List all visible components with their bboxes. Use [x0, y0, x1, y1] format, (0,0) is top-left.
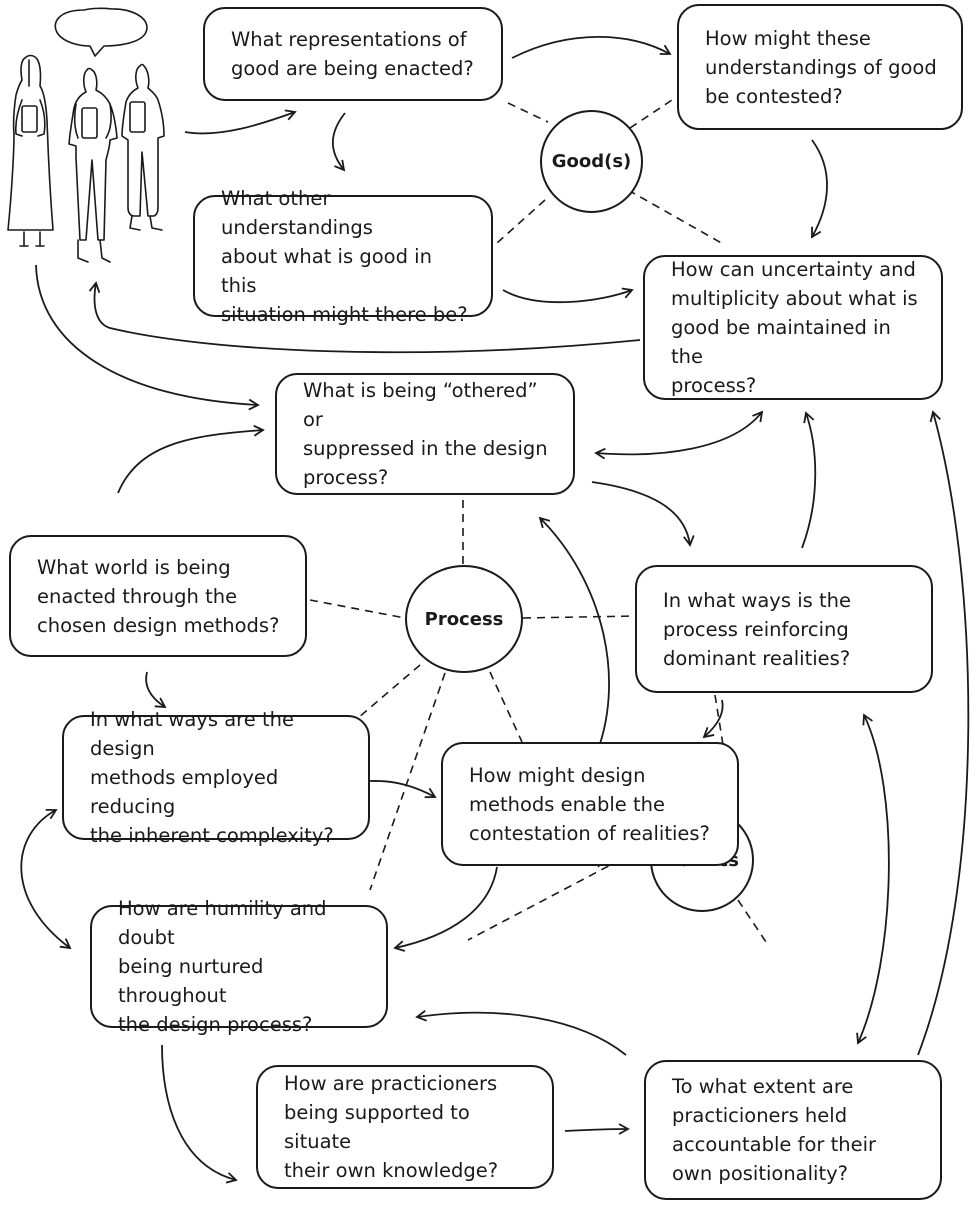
- question-text: In what ways is the process reinforcing …: [663, 588, 851, 670]
- question-text: How are practicioners being supported to…: [284, 1072, 499, 1182]
- question-humility-doubt: How are humility and doubt being nurture…: [90, 897, 388, 1036]
- three-people-conversation-icon: [7, 7, 165, 263]
- question-text: What representations of good are being e…: [231, 28, 474, 80]
- question-enable-contestation: How might design methods enable the cont…: [441, 742, 739, 866]
- question-text: How might design methods enable the cont…: [469, 763, 710, 845]
- question-text: How can uncertainty and multiplicity abo…: [671, 258, 918, 397]
- question-text: In what ways are the design methods empl…: [90, 708, 334, 847]
- question-reducing-complexity: In what ways are the design methods empl…: [62, 708, 370, 847]
- question-uncertainty-multiplicity: How can uncertainty and multiplicity abo…: [643, 255, 943, 400]
- flow-arrows: [20, 35, 970, 1184]
- question-reinforcing-dominant: In what ways is the process reinforcing …: [635, 565, 933, 693]
- question-text: What other understandings about what is …: [221, 186, 468, 326]
- hub-goods: Good(s): [540, 110, 643, 213]
- question-text: To what extent are practicioners held ac…: [672, 1075, 877, 1185]
- question-world-enacted: What world is being enacted through the …: [9, 535, 307, 657]
- question-text: What world is being enacted through the …: [37, 555, 280, 637]
- question-other-understandings: What other understandings about what is …: [193, 187, 493, 326]
- question-text: How might these understandings of good b…: [705, 26, 937, 108]
- question-accountable-positionality: To what extent are practicioners held ac…: [644, 1060, 942, 1200]
- question-text: How are humility and doubt being nurture…: [118, 897, 327, 1036]
- hub-process: Process: [405, 565, 523, 673]
- question-situate-knowledge: How are practicioners being supported to…: [256, 1065, 554, 1189]
- question-representations-of-good: What representations of good are being e…: [203, 7, 503, 101]
- question-understandings-contested: How might these understandings of good b…: [677, 4, 963, 130]
- question-text: What is being “othered” or suppressed in…: [303, 379, 548, 489]
- question-othered-suppressed: What is being “othered” or suppressed in…: [275, 373, 575, 495]
